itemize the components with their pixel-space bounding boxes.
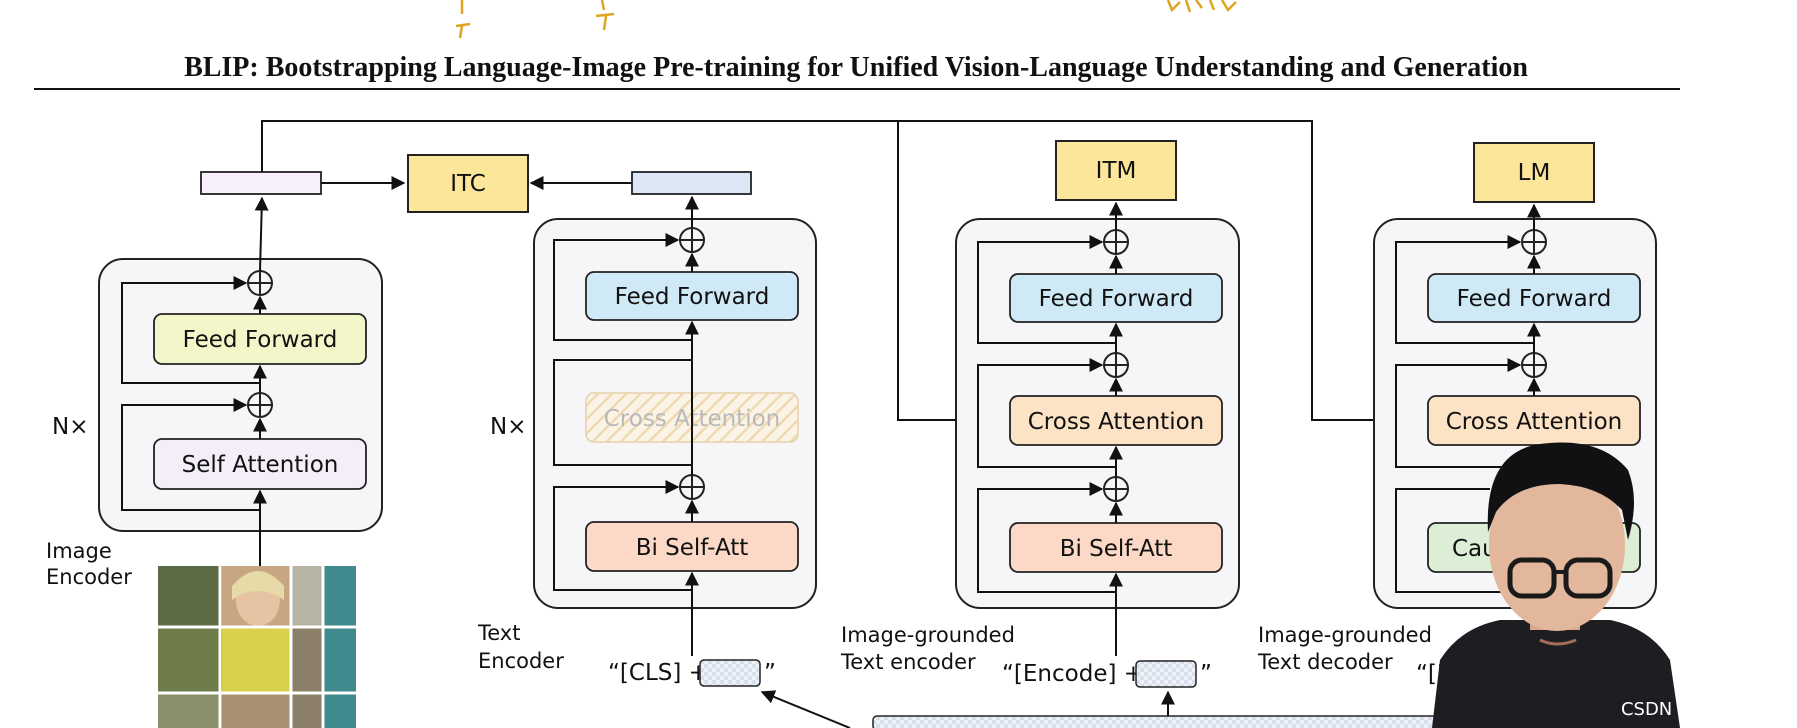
add-icon	[1103, 352, 1129, 378]
add-icon	[679, 474, 705, 500]
image-self-attention-label: Self Attention	[182, 452, 339, 478]
handwriting-marks	[455, 0, 1237, 39]
lm-label: LM	[1518, 160, 1551, 186]
bottom-text-bar	[872, 715, 1448, 728]
text-token-placeholder	[699, 659, 761, 687]
decoder-cross-attention-label: Cross Attention	[1446, 409, 1623, 435]
text-encoder-repeat: N×	[490, 414, 526, 440]
input-image-patches	[158, 566, 356, 728]
add-icon	[1521, 352, 1547, 378]
add-icon	[1103, 229, 1129, 255]
grounded-token-placeholder	[1135, 660, 1197, 688]
lm-box	[1473, 142, 1595, 203]
grounded-encoder-name-line1: Image-grounded	[841, 623, 1015, 647]
image-encoder-repeat: N×	[52, 414, 88, 440]
text-encoder-input: “[CLS] +	[608, 660, 708, 686]
itc-box	[407, 154, 529, 213]
decoder-feed-forward-label: Feed Forward	[1457, 286, 1612, 312]
itm-label: ITM	[1096, 158, 1137, 184]
grounded-decoder-name-line2: Text decoder	[1257, 650, 1393, 674]
page-title: BLIP: Bootstrapping Language-Image Pre-t…	[184, 52, 1528, 83]
grounded-encoder-block: Feed Forward Cross Attention Bi Self-Att	[955, 201, 1240, 656]
itm-box	[1055, 140, 1177, 201]
add-icon	[1103, 476, 1129, 502]
grounded-encoder-input: “[Encode] +	[1002, 661, 1143, 687]
text-feed-forward-label: Feed Forward	[615, 284, 770, 310]
watermark-text: CSDN @李小星同志	[1621, 699, 1786, 720]
grounded-encoder-input-end: ”	[1200, 661, 1212, 687]
add-icon	[679, 227, 705, 253]
image-encoder-name-line2: Encoder	[46, 565, 132, 589]
grounded-cross-attention-label: Cross Attention	[1028, 409, 1205, 435]
add-icon	[247, 270, 273, 296]
grounded-bi-self-att-label: Bi Self-Att	[1060, 536, 1173, 562]
image-encoder-name-line1: Image	[46, 539, 112, 563]
presenter-video-overlay	[1432, 442, 1680, 728]
itc-label: ITC	[450, 171, 486, 197]
text-encoder-name-line2: Encoder	[478, 649, 564, 673]
grounded-feed-forward-label: Feed Forward	[1039, 286, 1194, 312]
text-embedding-bar	[631, 171, 752, 195]
add-icon	[1521, 229, 1547, 255]
add-icon	[247, 392, 273, 418]
text-encoder-input-end: ”	[764, 660, 776, 686]
grounded-decoder-name-line1: Image-grounded	[1258, 623, 1432, 647]
grounded-encoder-name-line2: Text encoder	[840, 650, 976, 674]
text-bi-self-att-label: Bi Self-Att	[636, 535, 749, 561]
image-feed-forward-label: Feed Forward	[183, 327, 338, 353]
text-encoder-block: Feed Forward Cross Attention Bi Self-Att	[533, 195, 817, 656]
image-embedding-bar	[200, 171, 322, 195]
text-encoder-name-line1: Text	[477, 621, 520, 645]
image-encoder-block: Feed Forward Self Attention	[98, 196, 383, 566]
